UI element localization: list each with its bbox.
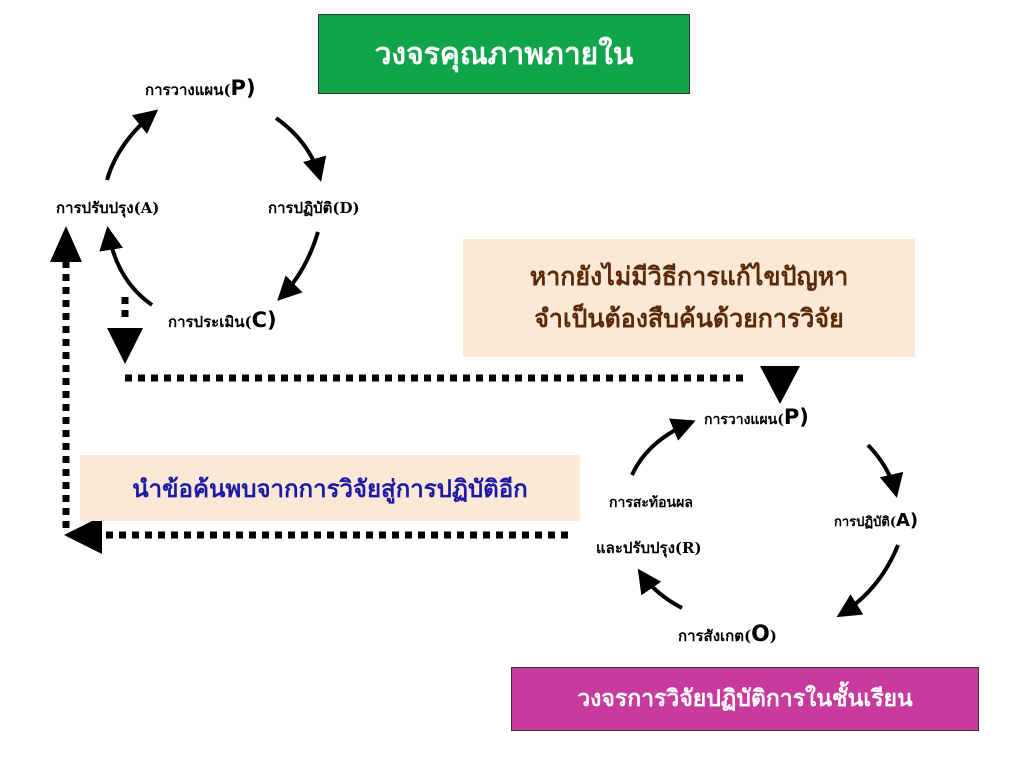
arrow-observe-to-reflect bbox=[637, 568, 683, 610]
paor-act-text: การปฏิบัติ( bbox=[834, 515, 896, 530]
paor-observe-text: การสังเกต( bbox=[678, 627, 752, 645]
arrow-act-to-plan bbox=[105, 109, 159, 181]
paor-plan-label: การวางแผน(P) bbox=[704, 405, 809, 431]
arrow-plan-to-do bbox=[274, 116, 327, 182]
pdca-check-code: C) bbox=[251, 308, 277, 332]
paor-observe-label: การสังเกต(O) bbox=[678, 622, 777, 648]
arrowhead-up bbox=[50, 226, 82, 262]
pdca-act-text: การปรับปรุง(A) bbox=[56, 199, 160, 217]
note-no-solution-line2: จำเป็นต้องสืบค้นด้วยการวิจัย bbox=[534, 304, 844, 333]
paor-plan-text: การวางแผน( bbox=[704, 412, 784, 428]
paor-reflect-label-line2: และปรับปรุง(R) bbox=[596, 536, 702, 560]
paor-reflect-text-line1: การสะท้อนผล bbox=[609, 495, 693, 511]
pdca-plan-code: P) bbox=[230, 76, 256, 100]
arrow-reflect-to-plan bbox=[630, 418, 696, 476]
arrow-act-to-observe bbox=[836, 544, 900, 618]
note-apply-findings-text: นำข้อค้นพบจากการวิจัยสู่การปฏิบัติอีก bbox=[132, 473, 528, 503]
title-internal-qa-cycle: วงจรคุณภาพภายใน bbox=[318, 14, 690, 94]
pdca-check-label: การประเมิน(C) bbox=[168, 308, 277, 334]
arrow-check-to-act bbox=[99, 226, 154, 307]
pdca-act-label: การปรับปรุง(A) bbox=[56, 196, 159, 220]
paor-act-code: A) bbox=[895, 510, 919, 531]
paor-observe-code: O bbox=[751, 622, 770, 647]
arrowhead-down-right bbox=[760, 366, 800, 404]
title-classroom-action-research-cycle-text: วงจรการวิจัยปฏิบัติการในชั้นเรียน bbox=[577, 685, 913, 712]
title-internal-qa-cycle-text: วงจรคุณภาพภายใน bbox=[374, 36, 634, 72]
paor-act-label: การปฏิบัติ(A) bbox=[834, 510, 918, 532]
note-no-solution: หากยังไม่มีวิธีการแก้ไขปัญหา จำเป็นต้องส… bbox=[463, 239, 915, 357]
paor-plan-code: P) bbox=[783, 405, 809, 429]
note-no-solution-line1: หากยังไม่มีวิธีการแก้ไขปัญหา bbox=[529, 262, 849, 291]
arrow-do-to-check bbox=[277, 231, 320, 301]
pdca-plan-label: การวางแผน(P) bbox=[145, 76, 256, 102]
note-apply-findings: นำข้อค้นพบจากการวิจัยสู่การปฏิบัติอีก bbox=[80, 455, 580, 521]
arrow-plan-to-act bbox=[866, 443, 904, 498]
arrowhead-left bbox=[64, 516, 102, 554]
arrowhead-down-left bbox=[107, 328, 143, 364]
pdca-plan-text: การวางแผน( bbox=[145, 81, 231, 99]
pdca-check-text: การประเมิน( bbox=[168, 313, 252, 331]
paor-reflect-text-line2: และปรับปรุง(R) bbox=[596, 539, 702, 557]
title-classroom-action-research-cycle: วงจรการวิจัยปฏิบัติการในชั้นเรียน bbox=[511, 667, 979, 731]
pdca-do-text: การปฏิบัติ(D) bbox=[268, 199, 360, 217]
pdca-do-label: การปฏิบัติ(D) bbox=[268, 196, 360, 220]
paor-reflect-label-line1: การสะท้อนผล bbox=[609, 492, 693, 514]
paor-observe-close: ) bbox=[769, 627, 777, 645]
